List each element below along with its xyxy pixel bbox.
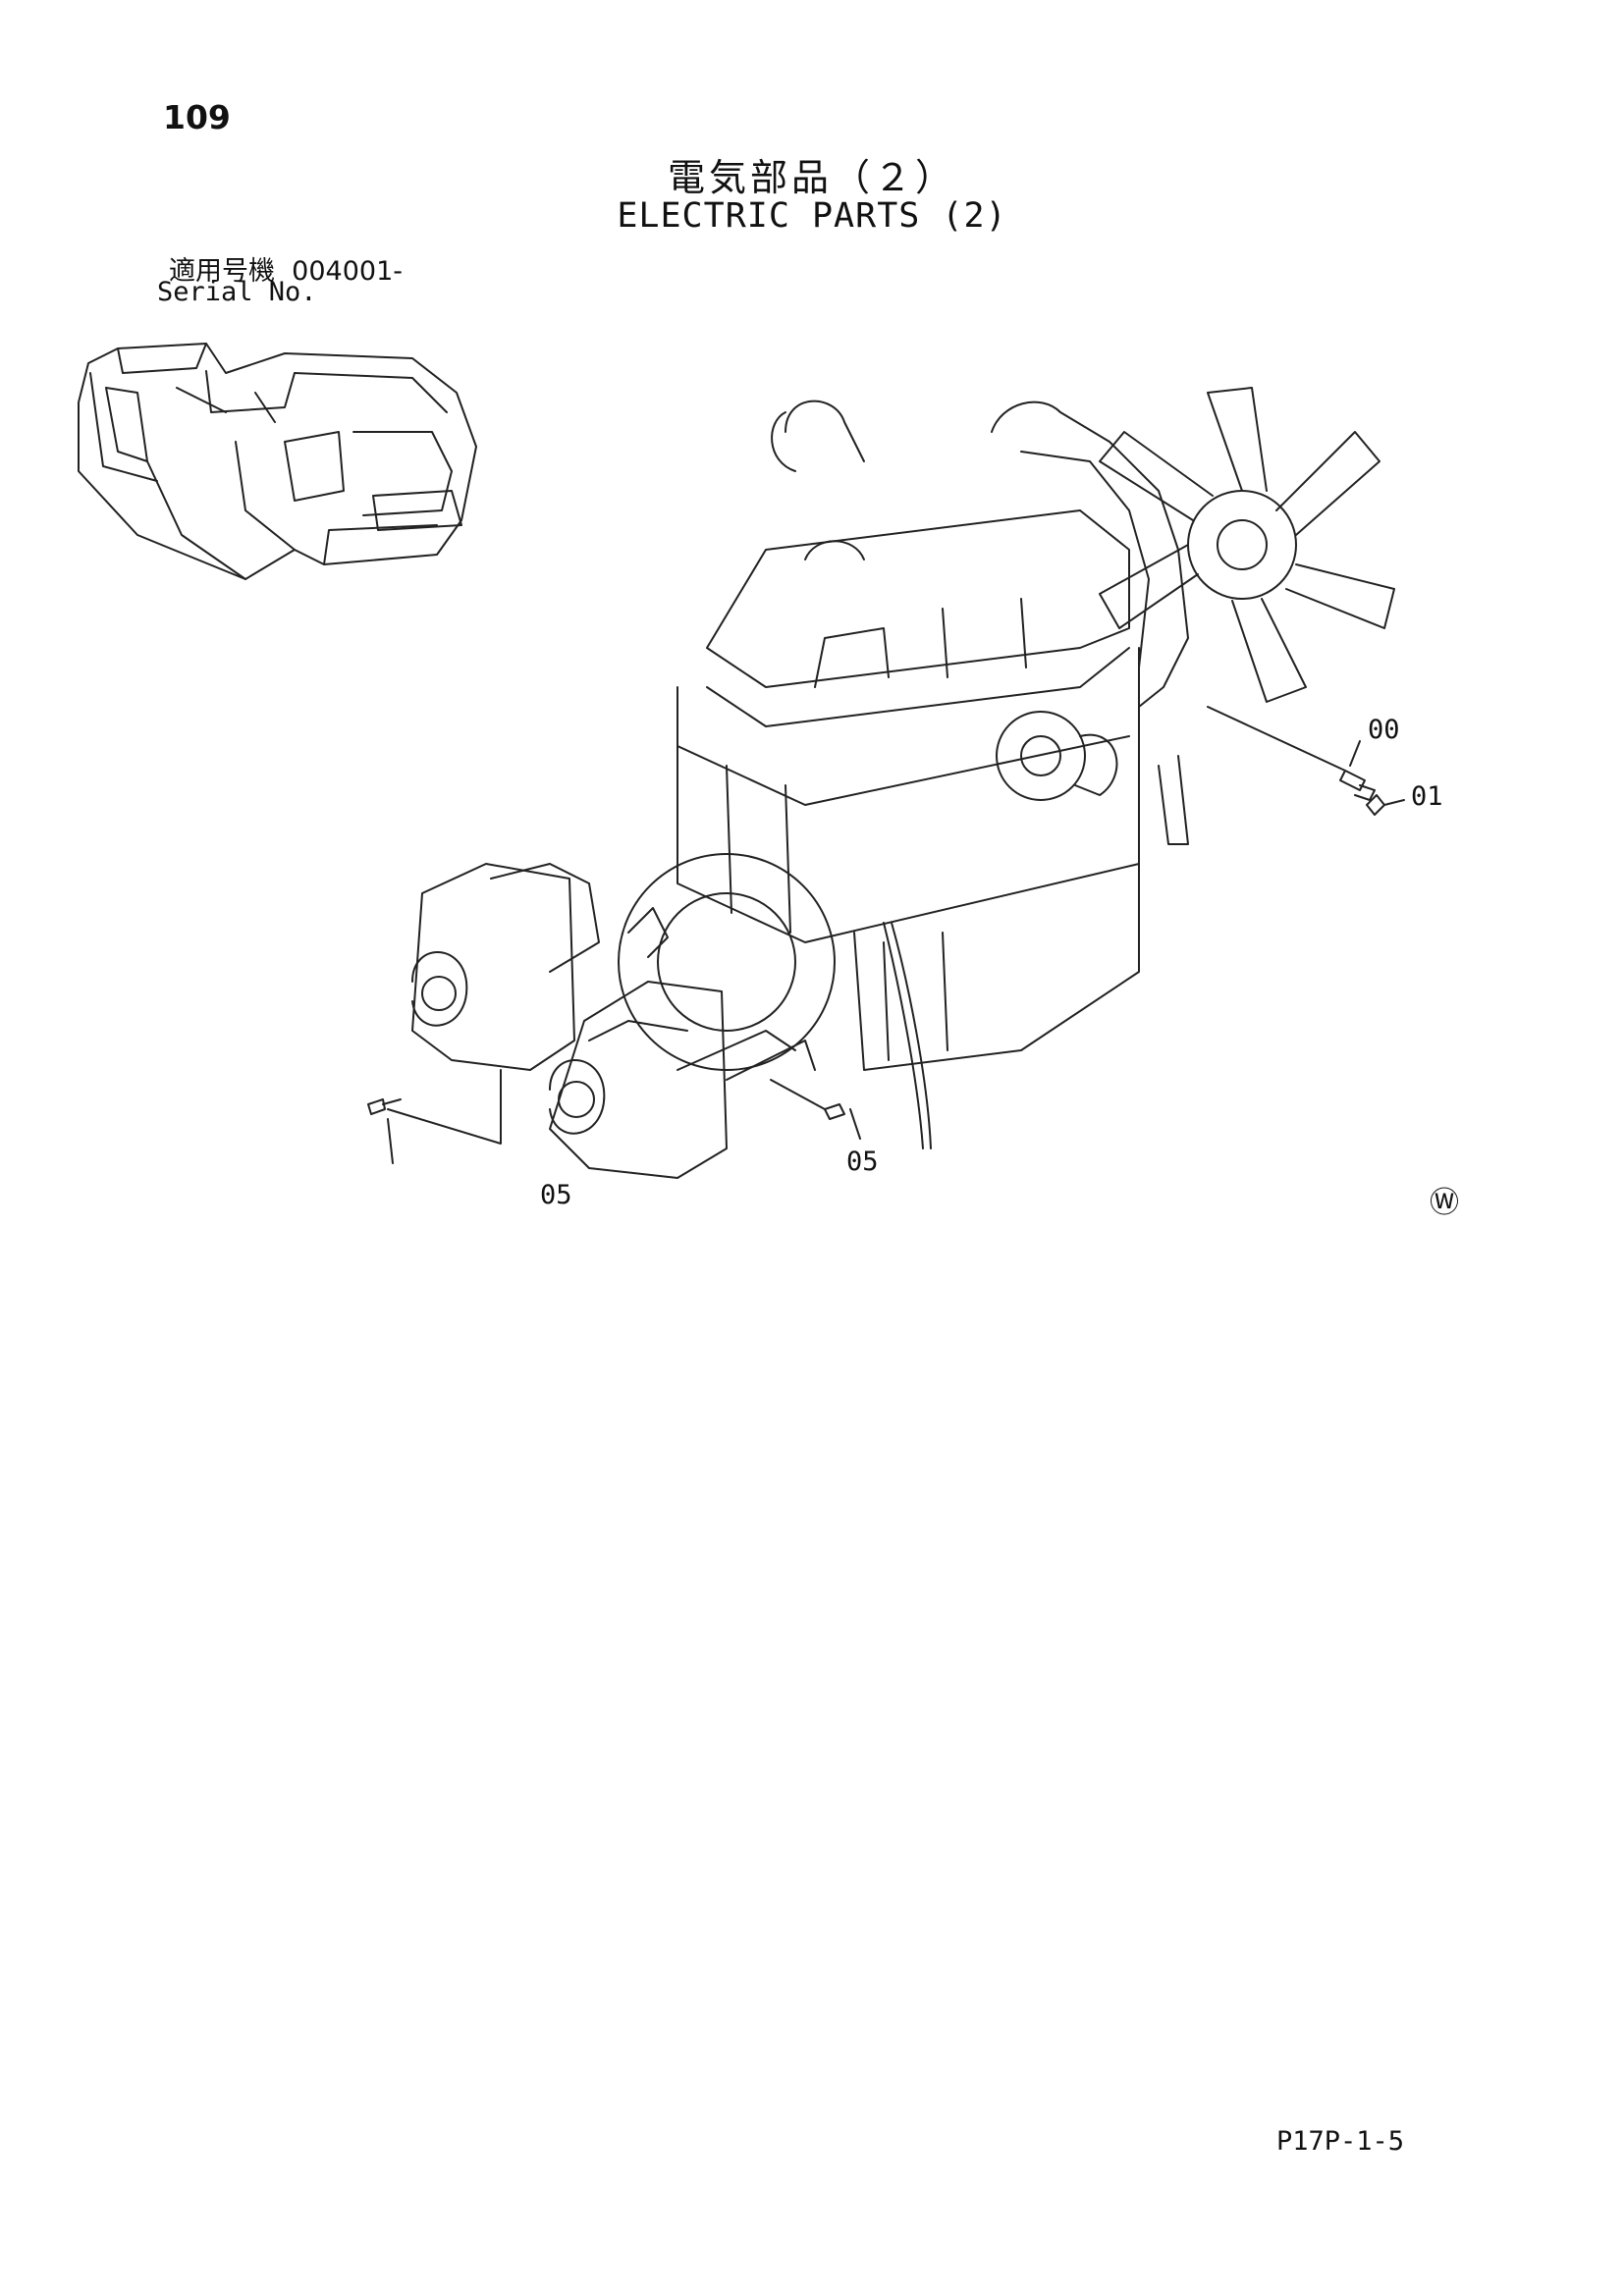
page-title-en: ELECTRIC PARTS (2) bbox=[617, 196, 1007, 236]
callout-05-left: 05 bbox=[540, 1180, 572, 1210]
serial-label-jp: 適用号機 bbox=[169, 256, 275, 287]
document-code: P17P-1-5 bbox=[1276, 2126, 1405, 2157]
cooling-fan-icon bbox=[1099, 387, 1395, 703]
serial-line-jp: 適用号機 004001- bbox=[169, 249, 403, 288]
engine-assembly-drawing bbox=[411, 387, 1395, 1179]
callout-05-right: 05 bbox=[846, 1147, 879, 1177]
page-title-jp: 電気部品（２） bbox=[667, 156, 956, 199]
callout-00: 00 bbox=[1368, 715, 1400, 745]
sensor-parts bbox=[367, 706, 1405, 1164]
serial-value: 004001- bbox=[292, 256, 403, 287]
serial-label-en: Serial No. bbox=[157, 277, 317, 307]
page-number: 109 bbox=[163, 98, 231, 136]
excavator-thumbnail-icon bbox=[78, 343, 477, 580]
w-mark-icon: Ⓦ bbox=[1430, 1186, 1459, 1220]
callout-01: 01 bbox=[1411, 781, 1443, 812]
